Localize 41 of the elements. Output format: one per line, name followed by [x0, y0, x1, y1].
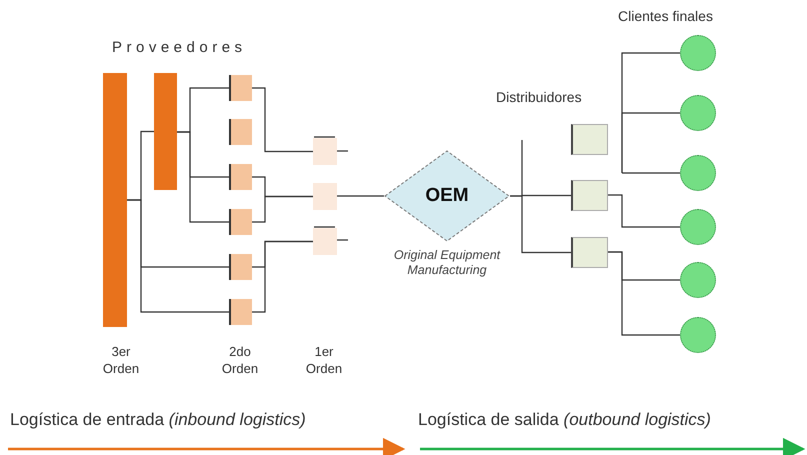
- customer-circle: [680, 35, 716, 71]
- supplier-box: [229, 299, 252, 325]
- column-heading: Proveedores: [112, 39, 247, 56]
- section-label: Logística de salida (outbound logistics): [418, 410, 711, 430]
- supplier-box: [229, 119, 252, 145]
- connector-line: [608, 194, 680, 228]
- supplier-box: [229, 75, 252, 101]
- customer-circle: [680, 317, 716, 353]
- customer-circle: [680, 155, 716, 191]
- node-label: OEM: [425, 185, 469, 207]
- connector-line: [621, 172, 680, 174]
- connector-line: [127, 199, 229, 313]
- supplier-box: [229, 209, 252, 235]
- supplier-box: [313, 138, 337, 165]
- tier-label: 2do Orden: [220, 343, 260, 377]
- connector-line: [510, 195, 571, 254]
- connector-line: [608, 251, 680, 336]
- distributor-box: [571, 180, 608, 211]
- tier-label: 3er Orden: [102, 343, 140, 377]
- customer-circle: [680, 262, 716, 298]
- customer-circle: [680, 95, 716, 131]
- supplier-box: [229, 254, 252, 280]
- supplier-box: [313, 228, 337, 255]
- connector-line: [337, 195, 384, 197]
- distributor-box: [571, 237, 608, 268]
- customer-circle: [680, 209, 716, 245]
- node-caption: Original Equipment Manufacturing: [392, 248, 502, 278]
- column-heading: Distribuidores: [496, 89, 582, 105]
- supplier-box: [313, 183, 337, 210]
- connector-line: [252, 87, 313, 152]
- supplier-bar: [154, 73, 177, 190]
- connector-line: [177, 131, 229, 223]
- connector-line: [252, 196, 313, 223]
- connector-line: [621, 112, 680, 173]
- section-label: Logística de entrada (inbound logistics): [10, 410, 306, 430]
- connector-line: [252, 240, 313, 313]
- column-heading: Clientes finales: [618, 8, 713, 24]
- distributor-box: [571, 124, 608, 155]
- tier-label: 1er Orden: [304, 343, 344, 377]
- supplier-box: [229, 164, 252, 190]
- supplier-bar: [103, 73, 127, 327]
